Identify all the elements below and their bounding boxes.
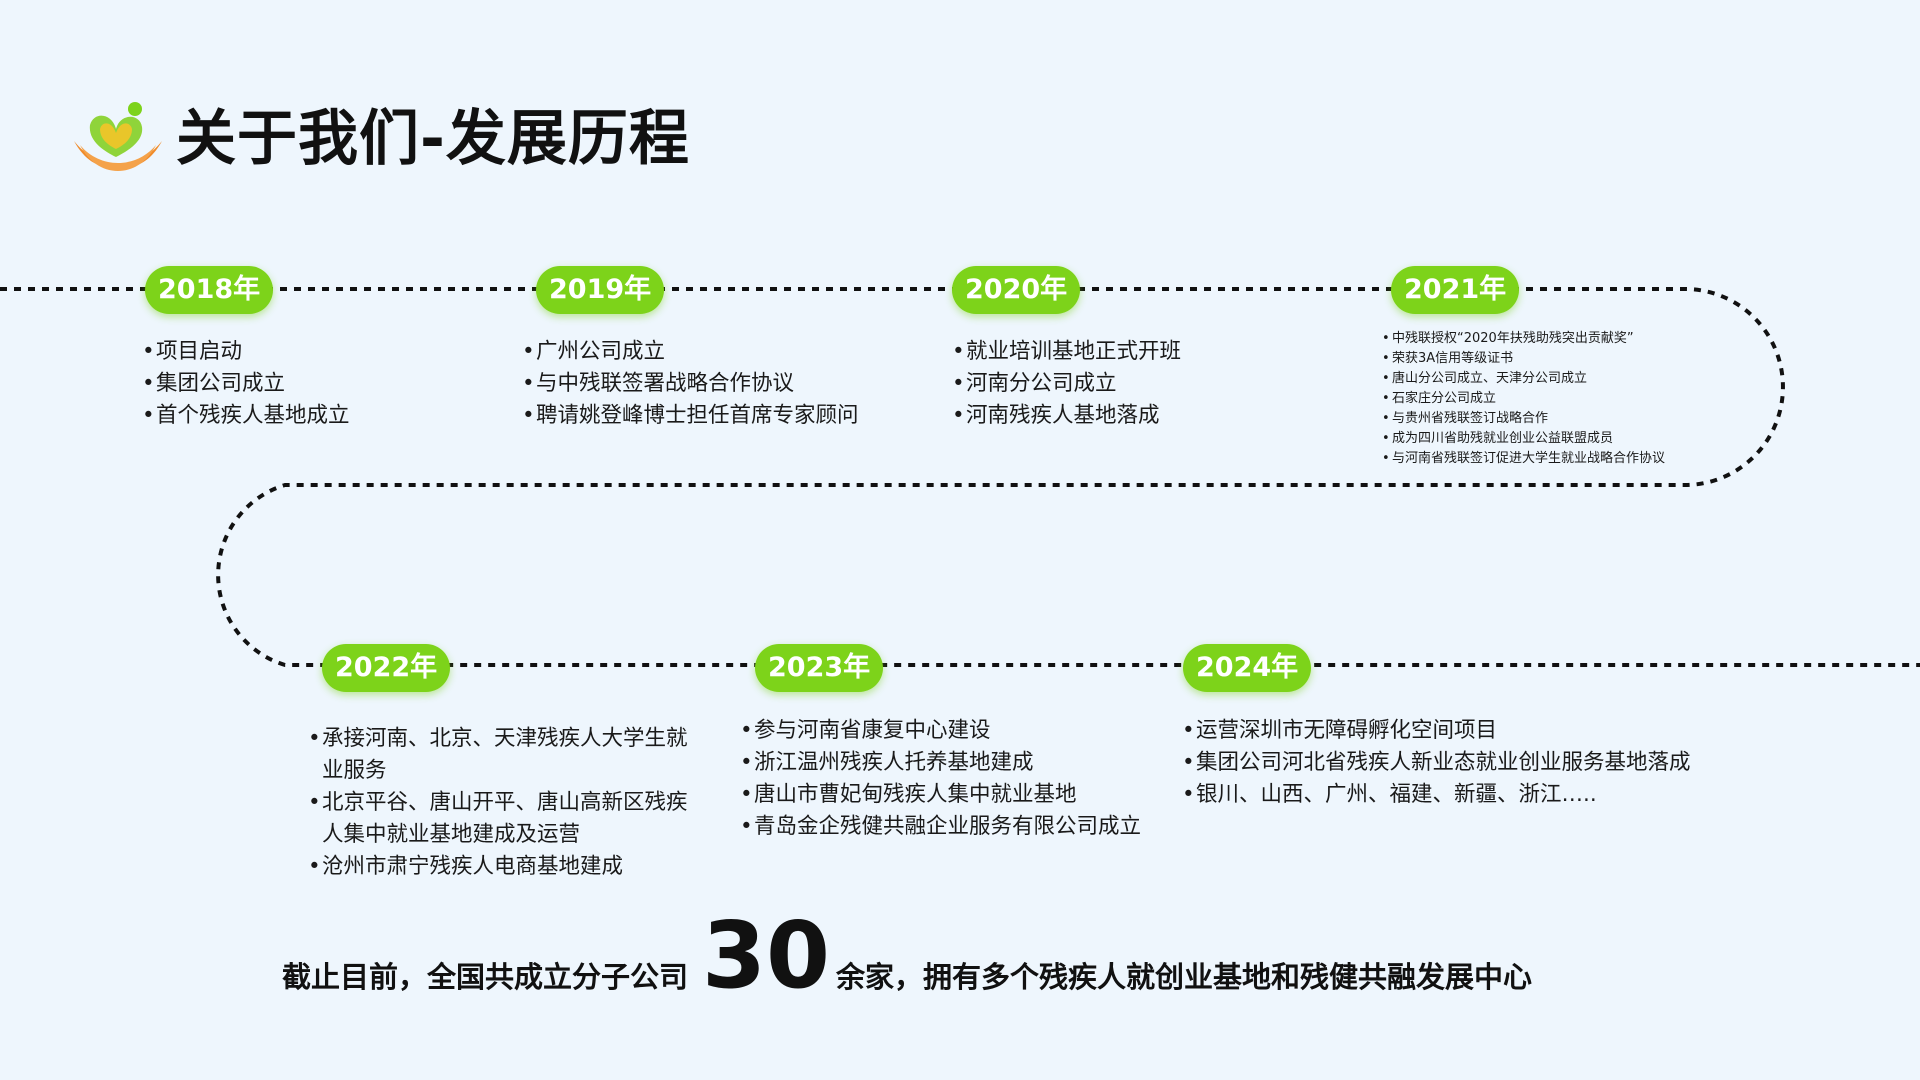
milestone-list-2018: 项目启动 集团公司成立 首个残疾人基地成立 [142, 336, 350, 432]
list-item: 成为四川省助残就业创业公益联盟成员 [1382, 429, 1665, 449]
list-item: 集团公司成立 [142, 368, 350, 400]
list-item: 广州公司成立 [522, 336, 859, 368]
list-item: 石家庄分公司成立 [1382, 389, 1665, 409]
milestone-list-2020: 就业培训基地正式开班 河南分公司成立 河南残疾人基地落成 [952, 336, 1181, 432]
list-item: 沧州市肃宁残疾人电商基地建成 [308, 851, 703, 883]
list-item: 与贵州省残联签订战略合作 [1382, 409, 1665, 429]
list-item: 中残联授权“2020年扶残助残突出贡献奖” [1382, 329, 1665, 349]
summary-number: 30 [702, 902, 831, 1009]
list-item: 集团公司河北省残疾人新业态就业创业服务基地落成 [1182, 747, 1691, 779]
hands-heart-logo-icon [74, 101, 162, 171]
list-item: 唐山分公司成立、天津分公司成立 [1382, 369, 1665, 389]
year-badge-2018: 2018年 [145, 266, 274, 314]
summary-statement: 截止目前，全国共成立分子公司 30 余家，拥有多个残疾人就创业基地和残健共融发展… [282, 910, 1532, 1002]
list-item: 首个残疾人基地成立 [142, 400, 350, 432]
milestone-list-2024: 运营深圳市无障碍孵化空间项目 集团公司河北省残疾人新业态就业创业服务基地落成 银… [1182, 715, 1691, 811]
list-item: 唐山市曹妃甸残疾人集中就业基地 [740, 779, 1141, 811]
page-title: 关于我们-发展历程 [176, 104, 690, 174]
list-item: 参与河南省康复中心建设 [740, 715, 1141, 747]
year-badge-2022: 2022年 [322, 644, 451, 692]
list-item: 银川、山西、广州、福建、新疆、浙江….. [1182, 779, 1691, 811]
list-item: 与中残联签署战略合作协议 [522, 368, 859, 400]
year-badge-2021: 2021年 [1391, 266, 1520, 314]
header: 关于我们-发展历程 [72, 90, 690, 177]
list-item: 河南残疾人基地落成 [952, 400, 1181, 432]
year-badge-2023: 2023年 [755, 644, 884, 692]
list-item: 北京平谷、唐山开平、唐山高新区残疾人集中就业基地建成及运营 [308, 787, 703, 851]
summary-suffix: 余家，拥有多个残疾人就创业基地和残健共融发展中心 [836, 960, 1533, 994]
milestone-list-2022: 承接河南、北京、天津残疾人大学生就业服务 北京平谷、唐山开平、唐山高新区残疾人集… [308, 723, 703, 883]
year-badge-2020: 2020年 [952, 266, 1081, 314]
list-item: 聘请姚登峰博士担任首席专家顾问 [522, 400, 859, 432]
list-item: 就业培训基地正式开班 [952, 336, 1181, 368]
summary-prefix: 截止目前，全国共成立分子公司 [282, 960, 689, 994]
list-item: 项目启动 [142, 336, 350, 368]
list-item: 青岛金企残健共融企业服务有限公司成立 [740, 811, 1141, 843]
year-badge-2024: 2024年 [1183, 644, 1312, 692]
milestone-list-2023: 参与河南省康复中心建设 浙江温州残疾人托养基地建成 唐山市曹妃甸残疾人集中就业基… [740, 715, 1141, 843]
milestone-list-2021: 中残联授权“2020年扶残助残突出贡献奖” 荣获3A信用等级证书 唐山分公司成立… [1382, 329, 1665, 469]
list-item: 浙江温州残疾人托养基地建成 [740, 747, 1141, 779]
list-item: 荣获3A信用等级证书 [1382, 349, 1665, 369]
list-item: 承接河南、北京、天津残疾人大学生就业服务 [308, 723, 703, 787]
list-item: 河南分公司成立 [952, 368, 1181, 400]
list-item: 运营深圳市无障碍孵化空间项目 [1182, 715, 1691, 747]
milestone-list-2019: 广州公司成立 与中残联签署战略合作协议 聘请姚登峰博士担任首席专家顾问 [522, 336, 859, 432]
year-badge-2019: 2019年 [536, 266, 665, 314]
list-item: 与河南省残联签订促进大学生就业战略合作协议 [1382, 449, 1665, 469]
